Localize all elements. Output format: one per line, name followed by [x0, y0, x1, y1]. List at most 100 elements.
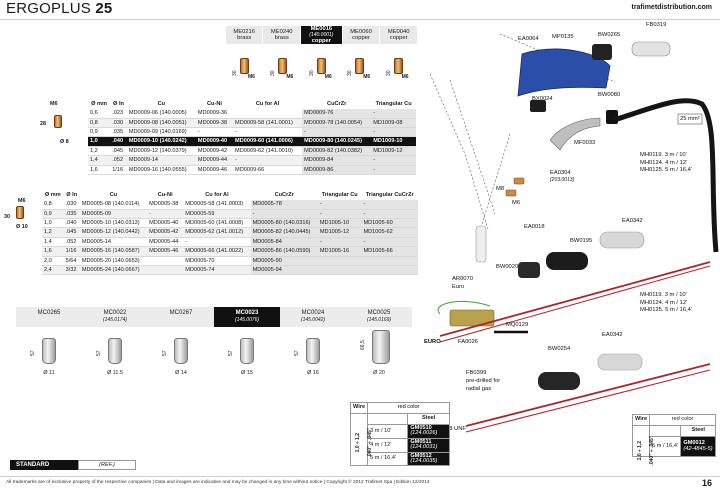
table-cell: 2,0 — [42, 256, 64, 266]
handle-blue-icon — [517, 48, 611, 97]
nozzle-height-label: 57 — [228, 350, 234, 356]
table-cell: - — [233, 127, 303, 138]
liner2-size-in: .040" ÷ .045" — [649, 435, 656, 466]
tip-adapter-code: ME0216 — [233, 29, 255, 35]
nozzle-height-label: 66,5 — [360, 340, 366, 350]
table-cell: MD0005-82 (140.0445) — [250, 227, 318, 238]
label-ea0304: EA0304 — [550, 170, 571, 176]
tip-adapter-material: brass — [237, 35, 252, 41]
table-cell: MD0005-74 — [183, 265, 251, 276]
label-fb0399: FB0399 — [466, 370, 487, 376]
table-cell: - — [317, 209, 362, 219]
table-cell: MD1005-66 — [361, 246, 418, 257]
column-header: Cu — [157, 101, 166, 108]
table-cell: 1,0 — [88, 136, 111, 147]
table-cell: .030 — [110, 118, 127, 128]
table-cell: MD0009-86 — [302, 165, 372, 175]
liner-wire-header: Wire — [349, 402, 369, 414]
site-url[interactable]: trafimetdistribution.com — [631, 4, 712, 11]
model-number: 25 — [95, 0, 113, 17]
table-cell: MD0005-09 — [79, 209, 148, 219]
nozzle-code-cell: MC0265 — [16, 307, 82, 327]
liner-size: 1,0 ÷ 1,2 — [355, 432, 362, 453]
liner-steel-header: Steel — [407, 413, 450, 425]
table-cell: - — [371, 165, 416, 175]
table-cell: MD1009-08 — [371, 118, 416, 128]
spring-icon — [599, 231, 645, 249]
nozzle-diameter-label: Ø 14 — [175, 370, 187, 376]
liner2-ref: (42-4845-5) — [683, 445, 713, 452]
table-cell — [147, 256, 184, 266]
tip-m6-icon — [505, 189, 517, 197]
nozzle-code: MC0267 — [169, 310, 193, 316]
table-cell: 2,4 — [42, 265, 64, 276]
tip-adapter-material: copper — [389, 35, 408, 41]
table-cell — [233, 109, 303, 119]
label-ea0018: EA0018 — [524, 224, 545, 230]
label-fb0319: FB0319 — [646, 22, 667, 28]
table-cell: MD0005-10 (140.0313) — [79, 218, 148, 229]
table-cell: MD0009-80 (140.0245) — [302, 136, 372, 147]
thumb-thread-label: M6 — [248, 74, 255, 80]
column-header: Ø mm — [44, 192, 61, 199]
table-cell: MD0005-90 — [250, 256, 318, 266]
thumb-thread-label: M6 — [401, 74, 409, 80]
tip-m6-d8-drawing: M6 28 Ø 8 — [40, 101, 70, 161]
table-cell: MD0005-80 (140.0316) — [250, 218, 318, 229]
table-cell — [317, 265, 362, 276]
label-bw0265: BW0265 — [598, 32, 621, 38]
table-cell: 3/32 — [63, 265, 80, 276]
thumb-thread-label: M6 — [363, 74, 371, 80]
table-cell: MD1005-12 — [317, 227, 362, 238]
table-cell: MD0005-66 (141.0022) — [183, 246, 251, 257]
tip-adapter-icon — [316, 58, 326, 74]
tip-adapter-icon — [278, 58, 288, 74]
page-number: 16 — [701, 478, 712, 488]
column-header: Ø mm — [91, 101, 108, 108]
liner-row: 4 m / 12' GM0511(124.0031) — [351, 437, 450, 453]
table-cell: 1,4 — [88, 155, 111, 166]
liner-length: 3 m / 10' — [367, 424, 409, 439]
table-cell: - — [250, 209, 318, 219]
liner2-steel-header: Steel — [680, 425, 716, 437]
nozzle-icon — [372, 330, 390, 364]
table-cell: MD0009-82 (140.0382) — [302, 146, 372, 157]
table-cell: 0,9 — [88, 127, 111, 138]
nozzle-height-label: 57 — [294, 350, 300, 356]
label-ea0064: EA0064 — [518, 36, 539, 42]
table-cell: 0,6 — [88, 109, 111, 119]
cable-length-item: MH0124. 4 m / 12' — [640, 299, 688, 306]
table-cell: MD0005-14 — [79, 237, 148, 248]
nozzle-body-icon — [475, 225, 487, 263]
table-cell: 1,6 — [42, 246, 64, 257]
table-cell: MD0005-62 (141.0012) — [183, 227, 251, 238]
nozzle-diameter-label: Ø 11 — [43, 370, 55, 376]
column-header: Ø In — [66, 192, 78, 199]
nozzle-height-label: 57 — [30, 350, 36, 356]
table-cell: MD0009-38 — [195, 118, 234, 128]
label-mp0135: MP0135 — [552, 34, 574, 40]
label-radial-gas: radial gas — [466, 386, 492, 392]
table-cell: MD0005-40 — [147, 218, 184, 229]
table-cell: MD0009-09 (140.0169) — [126, 127, 196, 138]
header-rule — [0, 19, 720, 20]
nozzle-code: MC0023 — [235, 310, 259, 316]
liner2-wire-header: Wire — [631, 414, 651, 426]
table-cell: MD0005-59 — [183, 209, 251, 219]
tip-diameter-label: Ø 8 — [60, 139, 69, 145]
liner-code: GM0512 — [410, 452, 432, 459]
table-cell: MD0009-06 (140.0005) — [126, 109, 196, 119]
label-bx0024: BX0024 — [532, 96, 553, 102]
table-cell: MD1009-12 — [371, 146, 416, 157]
table-cell: - — [371, 127, 416, 138]
tip-adapter-material: copper — [311, 38, 332, 44]
table-cell: MD0005-84 — [250, 237, 318, 248]
contact-tip-icon — [16, 206, 24, 219]
liner-row: 5 m / 16,4' GM0512(124.0035) — [351, 451, 450, 467]
